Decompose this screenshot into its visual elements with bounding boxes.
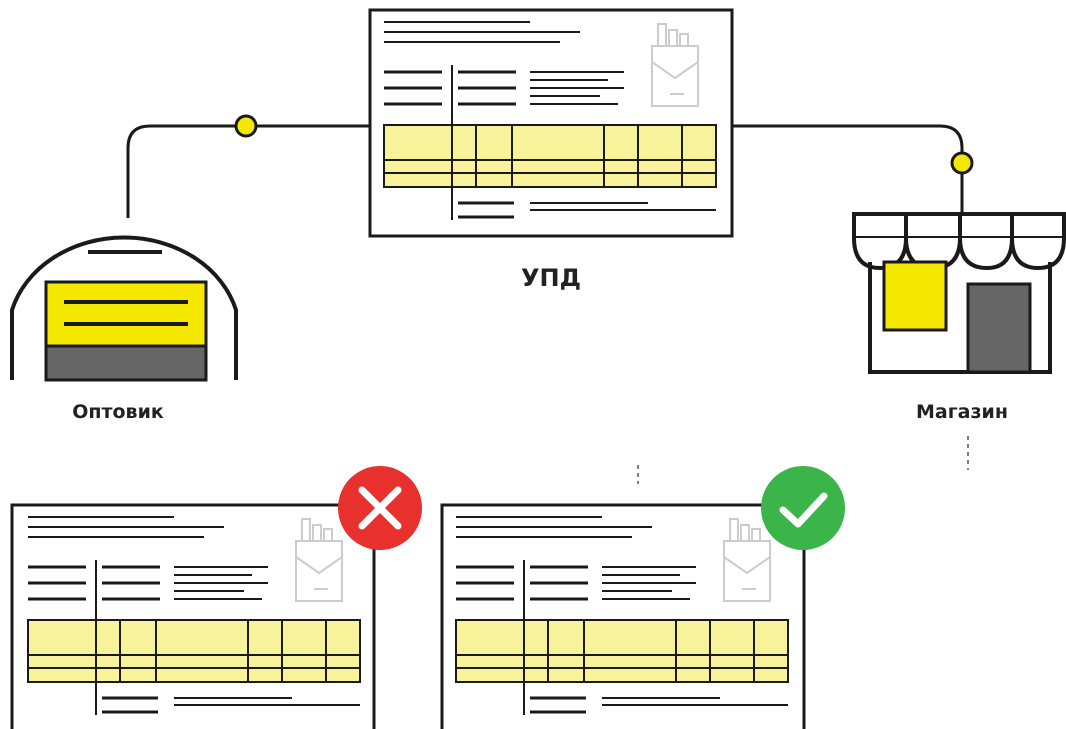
approved-document bbox=[440, 503, 806, 729]
upd-document bbox=[368, 8, 734, 238]
wholesaler-label: Оптовик bbox=[72, 401, 164, 423]
connector-node-right bbox=[950, 151, 974, 175]
connector-document-to-shop bbox=[732, 124, 964, 218]
close-icon bbox=[338, 466, 422, 550]
check-icon bbox=[761, 466, 845, 550]
connector-node-left bbox=[234, 114, 258, 138]
shop-icon bbox=[852, 212, 1066, 374]
shop-label: Магазин bbox=[916, 401, 1008, 423]
rejected-document bbox=[10, 503, 376, 729]
document-label: УПД bbox=[521, 264, 581, 292]
connector-wholesaler-to-document bbox=[126, 124, 370, 218]
wholesaler-warehouse-icon bbox=[10, 235, 238, 382]
